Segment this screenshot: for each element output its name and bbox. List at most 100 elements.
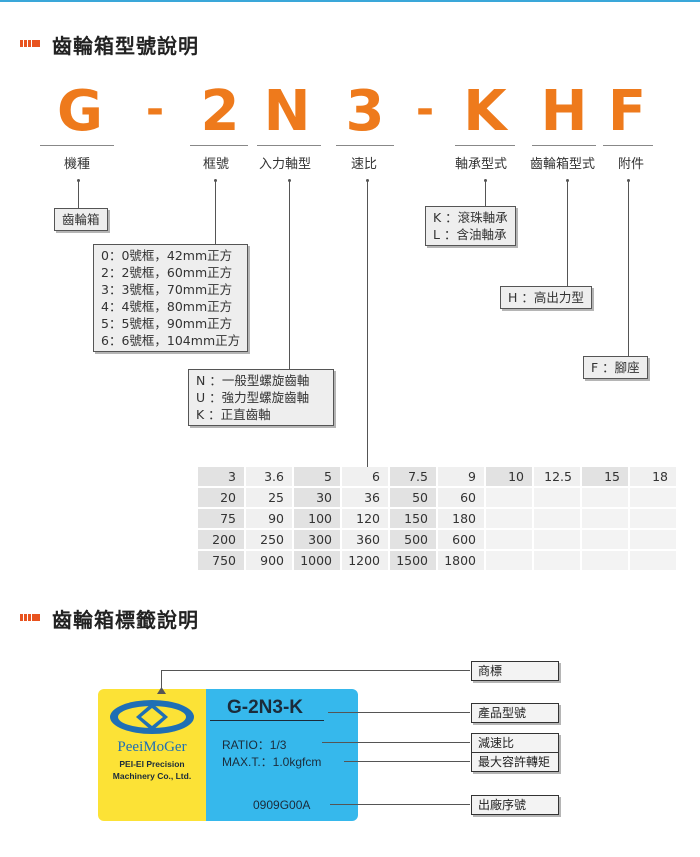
table-cell: 15: [581, 467, 630, 488]
table-cell: 60: [437, 487, 486, 509]
code-letter-ratio: 3: [345, 79, 385, 144]
table-cell: 36: [341, 487, 390, 509]
label-gearbox-type: 齒輪箱型式: [530, 157, 596, 172]
box-frame-options: 0：0號框，42mm正方 2：2號框，60mm正方 3：3號框，70mm正方 4…: [93, 244, 249, 352]
table-cell: 3.6: [245, 467, 294, 488]
table-cell: [629, 550, 678, 572]
code-dash: -: [415, 84, 435, 135]
code-letter-accessory: F: [607, 79, 647, 144]
box-line: K ：滾珠軸承: [433, 210, 508, 225]
brand-name: PeeiMoGer: [117, 739, 187, 755]
table-cell: 250: [245, 529, 294, 551]
table-cell: [485, 508, 534, 530]
leader-line: [328, 712, 470, 713]
table-cell: [629, 529, 678, 551]
table-cell: [581, 550, 630, 572]
table-cell: [485, 487, 534, 509]
box-line: 齒輪箱: [62, 212, 100, 227]
table-cell: 750: [198, 550, 246, 572]
leader-dot: [366, 179, 369, 182]
table-cell: [485, 550, 534, 572]
leader-line: [78, 181, 79, 208]
table-cell: 120: [341, 508, 390, 530]
plate-max-torque: MAX.T.：1.0kgfcm: [222, 755, 322, 769]
table-cell: [629, 508, 678, 530]
box-line: H ：高出力型: [508, 290, 584, 305]
table-cell: 90: [245, 508, 294, 530]
leader-line: [567, 181, 568, 286]
box-line: 6：6號框，104mm正方: [101, 333, 241, 348]
table-cell: 7.5: [389, 467, 438, 488]
underline: [190, 145, 248, 146]
leader-dot: [484, 179, 487, 182]
box-line: F ：腳座: [591, 360, 640, 375]
table-cell: [629, 487, 678, 509]
box-gearbox-type-options: H ：高出力型: [500, 286, 592, 309]
table-cell: 600: [437, 529, 486, 551]
table-cell: 360: [341, 529, 390, 551]
table-cell: 200: [198, 529, 246, 551]
plate-serial-number: 0909G00A: [253, 798, 311, 812]
table-cell: 10: [485, 467, 534, 488]
label-accessory: 附件: [618, 157, 645, 172]
table-cell: 1000: [293, 550, 342, 572]
table-cell: 1500: [389, 550, 438, 572]
code-letter-gearbox-type: H: [540, 79, 588, 144]
code-letter-model: G: [57, 79, 103, 144]
callout-model: 產品型號: [471, 703, 559, 723]
table-row: 3 3.6 5 6 7.5 9 10 12.5 15 18: [198, 467, 678, 488]
plate-ratio: RATIO：1/3: [222, 738, 287, 752]
box-line: 4：4號框，80mm正方: [101, 299, 233, 314]
section-marker-icon: [20, 40, 40, 47]
box-line: 5：5號框，90mm正方: [101, 316, 233, 331]
table-cell: 3: [198, 467, 246, 488]
table-cell: 5: [293, 467, 342, 488]
company-name-line1: PEI-EI Precision: [119, 759, 185, 769]
box-model: 齒輪箱: [54, 208, 108, 231]
leader-dot: [77, 179, 80, 182]
callout-ratio: 減速比: [471, 733, 559, 753]
table-cell: [533, 487, 582, 509]
table-cell: 6: [341, 467, 390, 488]
leader-line: [215, 181, 216, 244]
table-cell: [533, 550, 582, 572]
table-row: 75 90 100 120 150 180: [198, 508, 678, 530]
box-accessory-options: F ：腳座: [583, 356, 648, 379]
box-line: N ：一般型螺旋齒軸: [196, 373, 310, 388]
table-cell: 20: [198, 487, 246, 509]
plate-model-number: G-2N3-K: [227, 697, 304, 718]
table-cell: 12.5: [533, 467, 582, 488]
box-line: K ：正直齒軸: [196, 407, 271, 422]
leader-line: [367, 181, 368, 467]
leader-line: [161, 670, 162, 692]
table-row: 200 250 300 360 500 600: [198, 529, 678, 551]
underline: [257, 145, 321, 146]
table-cell: 300: [293, 529, 342, 551]
leader-line: [322, 742, 470, 743]
underline: [603, 145, 653, 146]
box-line: U ：強力型螺旋齒軸: [196, 390, 310, 405]
underline: [532, 145, 596, 146]
table-row: 20 25 30 36 50 60: [198, 487, 678, 509]
table-cell: [533, 529, 582, 551]
code-letter-frame: 2: [200, 79, 240, 144]
section-title-model: 齒輪箱型號說明: [52, 34, 199, 58]
table-cell: 100: [293, 508, 342, 530]
callout-trademark: 商標: [471, 661, 559, 681]
leader-line: [330, 804, 470, 805]
label-frame: 框號: [203, 157, 230, 172]
leader-dot: [214, 179, 217, 182]
underline: [455, 145, 515, 146]
leader-dot: [566, 179, 569, 182]
table-cell: 150: [389, 508, 438, 530]
top-border: [0, 0, 700, 2]
label-bearing: 軸承型式: [455, 157, 508, 172]
leader-line: [161, 670, 470, 671]
nameplate-info-panel: [206, 689, 358, 821]
plate-divider: [210, 720, 324, 721]
underline: [40, 145, 114, 146]
table-cell: 25: [245, 487, 294, 509]
arrow-up-icon: [157, 687, 166, 694]
leader-line: [628, 181, 629, 356]
underline: [336, 145, 394, 146]
